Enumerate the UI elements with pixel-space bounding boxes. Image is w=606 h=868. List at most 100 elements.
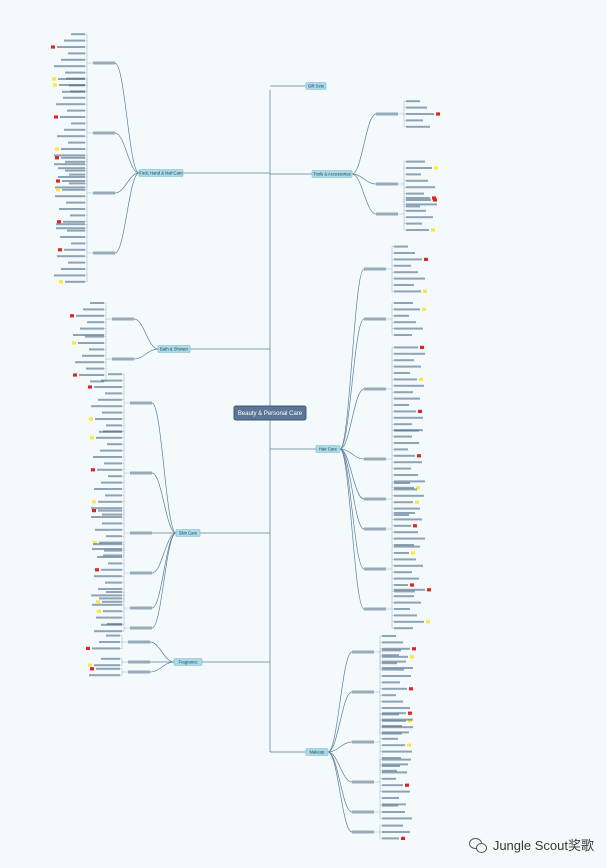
sub-topic-bar <box>352 830 374 834</box>
leaf-item <box>382 655 408 658</box>
leaf-item <box>86 367 104 370</box>
leaf-item <box>406 106 427 109</box>
leaf-item <box>102 513 122 516</box>
branch-box-gift[interactable] <box>305 82 327 90</box>
leaf-item <box>91 594 122 597</box>
leaf-item <box>382 784 403 787</box>
priority-marker <box>418 409 422 413</box>
leaf-item <box>394 544 414 546</box>
central-topic[interactable]: Beauty & Personal Care <box>233 405 307 421</box>
priority-marker <box>52 77 56 81</box>
leaf-item <box>65 280 85 283</box>
leaf-item <box>394 397 420 400</box>
branch-box-bath[interactable] <box>157 345 191 353</box>
leaf-item <box>103 430 122 433</box>
leaf-item <box>394 507 420 510</box>
leaf-item <box>107 443 122 446</box>
sub-topic-bar <box>112 357 134 361</box>
leaf-item <box>69 173 85 176</box>
leaf-item <box>394 482 410 484</box>
branch-box-foot[interactable] <box>138 169 184 177</box>
leaf-item <box>104 549 122 552</box>
priority-marker <box>405 783 409 787</box>
branch-skin[interactable]: Skin Care <box>175 529 201 537</box>
leaf-bracket <box>374 713 381 771</box>
leaf-item <box>394 454 415 457</box>
branch-gift[interactable]: Gift Sets <box>305 82 327 90</box>
branch-fragrance[interactable]: Fragrance <box>173 658 203 666</box>
leaf-item <box>394 467 411 470</box>
sub-topic-bar <box>352 810 374 814</box>
branch-box-hair[interactable] <box>315 445 341 453</box>
leaf-item <box>382 811 405 813</box>
leaf-item <box>394 571 412 574</box>
leaf-item <box>394 588 425 591</box>
leaf-item <box>87 321 104 324</box>
branch-makeup[interactable]: Makeup <box>305 748 329 756</box>
leaf-item <box>382 732 402 735</box>
sub-topic-bar <box>128 640 150 644</box>
leaf-item <box>394 480 425 483</box>
sub-connector <box>339 448 365 610</box>
priority-marker <box>93 541 97 545</box>
priority-marker <box>55 156 59 160</box>
sub-connector <box>351 173 377 185</box>
leaf-item <box>406 173 421 176</box>
leaf-bracket <box>86 78 93 188</box>
priority-marker <box>92 500 96 504</box>
sub-topic-bar <box>128 660 150 664</box>
sub-connector <box>327 691 353 753</box>
leaf-item <box>101 623 122 626</box>
leaf-item <box>394 378 417 381</box>
priority-marker <box>434 166 438 170</box>
branch-hair[interactable]: Hair Care <box>315 445 341 453</box>
leaf-item <box>394 277 425 280</box>
branch-foot[interactable]: Foot, Hand & Nail Care <box>138 169 184 177</box>
leaf-item <box>66 77 85 80</box>
leaf-item <box>406 216 433 219</box>
branch-tools[interactable]: Tools & Accessories <box>311 170 353 178</box>
leaf-item <box>56 227 85 230</box>
leaf-item <box>54 163 85 166</box>
sub-connector <box>351 113 377 175</box>
leaf-item <box>80 327 104 330</box>
sub-topic-bar <box>93 61 115 65</box>
leaf-item <box>382 635 396 637</box>
branch-box-fragrance[interactable] <box>173 658 203 666</box>
leaf-item <box>382 681 400 684</box>
leaf-item <box>394 429 423 432</box>
leaf-item <box>56 103 85 106</box>
branch-box-makeup[interactable] <box>305 748 329 756</box>
branch-box-tools[interactable] <box>311 170 353 178</box>
leaf-item <box>406 229 429 231</box>
priority-marker <box>417 454 421 458</box>
leaf-item <box>394 524 411 527</box>
priority-marker <box>57 220 61 224</box>
leaf-item <box>105 392 122 395</box>
central-topic-box[interactable] <box>233 405 307 421</box>
sub-topic-bar <box>364 267 386 271</box>
sub-connector <box>339 268 365 450</box>
branch-label-bath: Bath & Shower <box>160 347 189 352</box>
leaf-bracket <box>105 336 112 382</box>
branch-bath[interactable]: Bath & Shower <box>157 345 191 353</box>
priority-marker <box>53 83 57 87</box>
leaf-bracket <box>121 635 128 649</box>
leaf-item <box>96 436 122 439</box>
leaf-item <box>382 726 413 729</box>
leaf-item <box>394 614 417 617</box>
leaf-item <box>89 674 120 677</box>
leaf-bracket <box>398 198 405 230</box>
leaf-item <box>67 109 85 112</box>
sub-topic-bar <box>352 780 374 784</box>
leaf-item <box>406 167 432 169</box>
leaf-item <box>55 195 85 198</box>
leaf-item <box>75 361 104 364</box>
leaf-item <box>94 575 122 578</box>
branch-box-skin[interactable] <box>175 529 201 537</box>
leaf-item <box>108 373 122 376</box>
leaf-bracket <box>386 246 393 292</box>
leaf-item <box>394 608 410 610</box>
sub-connector <box>114 132 140 174</box>
leaf-item <box>382 765 400 767</box>
